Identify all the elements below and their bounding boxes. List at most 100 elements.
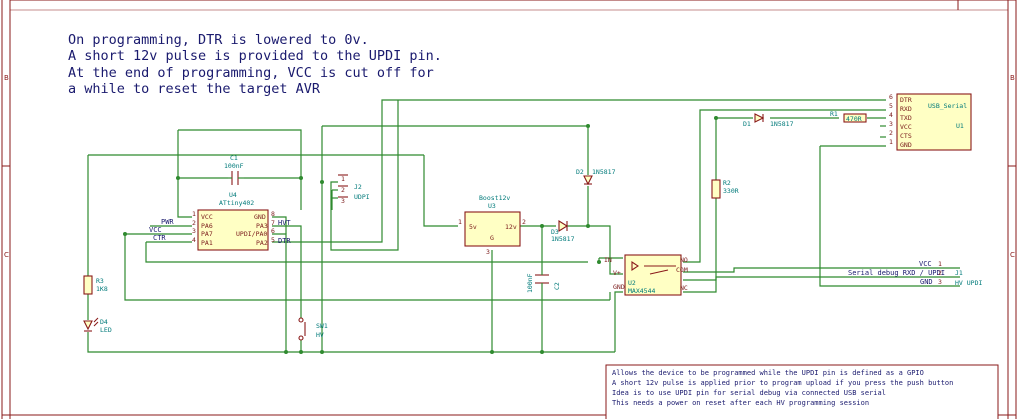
net-labels: PWR VCC CTR [149,218,174,242]
u4-pin-pa2: PA2 [256,239,268,247]
u4-ref: U4 [229,191,237,199]
note-line-1: On programming, DTR is lowered to 0v. [68,32,369,48]
border-label-b-right: B [1010,74,1015,82]
j1-net-rxd-updi: Serial debug RXD / UPDI [848,269,945,277]
u4-num-5: 5 [271,236,275,244]
u4-num-2: 2 [192,219,196,227]
u1-num-1: 1 [889,138,893,146]
u1-pin-gnd: GND [900,141,912,149]
r3-ref: R3 [96,277,104,285]
border-label-c-right: C [1010,251,1015,259]
u1-ref: U1 [956,122,964,130]
u4-num-7: 7 [271,219,275,227]
u3-value: Boost12v [479,194,510,202]
d3-value: 1N5817 [551,235,575,243]
u3-num-2: 2 [522,218,526,226]
note-line-3: At the end of programming, VCC is cut of… [68,65,434,81]
r1-value: 470R [846,115,862,123]
u1-num-3: 3 [889,120,893,128]
capacitor-c2[interactable]: C2 100nF [526,272,561,293]
u1-pin-vcc: VCC [900,123,912,131]
u3-pin-5v: 5v [469,223,477,231]
info-box: Allows the device to be programmed while… [605,364,999,419]
note-line-2: A short 12v pulse is provided to the UPD… [68,48,442,64]
ic-u4-attiny402[interactable]: U4 ATtiny402 VCC PA6 PA7 PA1 1 2 3 4 GND… [192,191,291,251]
resistor-r3[interactable]: R3 1K8 [83,275,108,295]
connector-j2[interactable]: 1 2 3 J2 UDPI [338,174,370,205]
d3-ref: D3 [551,228,559,236]
d2-ref: D2 [576,168,584,176]
diode-d2[interactable]: D2 1N5817 [576,168,616,186]
c2-ref: C2 [553,282,561,290]
switch-sw1[interactable]: SW1 HV [298,317,328,341]
u1-num-5: 5 [889,102,893,110]
u1-pin-cts: CTS [900,132,912,140]
u4-pin-pa3: PA3 [256,222,268,230]
sw1-ref: SW1 [316,322,328,330]
d2-value: 1N5817 [592,168,616,176]
net-label-vcc: VCC [149,226,162,234]
info-line-1: Allows the device to be programmed while… [612,369,924,377]
u4-num-3: 3 [192,227,196,235]
u2-value: MAX4544 [628,287,655,295]
u3-num-3: 3 [486,248,490,256]
u3-pin-12v: 12v [505,223,517,231]
j2-pin-1: 1 [341,175,345,183]
u1-pin-dtr: DTR [900,96,912,104]
r3-value: 1K8 [96,285,108,293]
u4-value: ATtiny402 [219,199,254,207]
u2-pin-com: COM [676,266,688,274]
r1-ref: R1 [830,110,838,118]
u4-pin-pa6: PA6 [201,222,213,230]
led-d4[interactable]: D4 LED [83,317,112,334]
design-notes: On programming, DTR is lowered to 0v. A … [68,32,442,97]
j1-num-1: 1 [938,260,942,268]
j2-value: UDPI [354,193,370,201]
u2-pin-nc: NC [680,284,688,292]
net-label-hvt: HVT [278,219,291,227]
resistor-r1[interactable]: R1 470R [830,110,867,123]
u4-num-1: 1 [192,210,196,218]
u3-ref: U3 [488,202,496,210]
d4-value: LED [100,326,112,334]
diode-d1[interactable]: D1 1N5817 [743,113,794,128]
c2-value: 100nF [526,273,534,293]
wires [87,99,960,353]
u4-pin-pa7: PA7 [201,230,213,238]
net-label-pwr: PWR [161,218,174,226]
u1-num-2: 2 [889,129,893,137]
u2-pin-gnd: GND [613,283,625,291]
u4-num-8: 8 [271,210,275,218]
u4-pin-pa1: PA1 [201,239,213,247]
u4-num-6: 6 [271,227,275,235]
net-label-ctr: CTR [153,234,166,242]
u4-num-4: 4 [192,236,196,244]
net-label-dtr: DTR [278,237,291,245]
diode-d3[interactable]: D3 1N5817 [551,220,575,243]
j2-ref: J2 [354,183,362,191]
border-label-c: C [4,251,9,259]
u2-ref: U2 [628,279,636,287]
j1-num-2: 2 [938,269,942,277]
u1-num-4: 4 [889,111,893,119]
capacitor-c1[interactable]: C1 100nF [224,154,244,185]
module-u1-usb-serial[interactable]: USB_Serial U1 DTR RXD TXD VCC CTS GND 6 … [889,93,972,151]
sw1-value: HV [316,331,324,339]
border-label-b: B [4,74,9,82]
ic-u2-max4544[interactable]: U2 MAX4544 IN V+ GND NO COM NC [604,254,688,296]
d1-ref: D1 [743,120,751,128]
u3-pin-gnd: G [490,234,494,242]
module-u3-boost12v[interactable]: Boost12v U3 5v 12v G 1 2 3 [458,194,526,256]
j2-pin-2: 2 [341,186,345,194]
j1-net-gnd: GND [920,278,933,286]
j1-num-3: 3 [938,278,942,286]
resistor-r2[interactable]: R2 330R [711,179,739,199]
c1-ref: C1 [230,154,238,162]
info-line-2: A short 12v pulse is applied prior to pr… [612,379,953,387]
j1-ref: J1 [955,269,963,277]
u1-value: USB_Serial [928,102,967,110]
j1-value: HV UPDI [955,279,982,287]
note-line-4: a while to reset the target AVR [68,81,321,97]
connector-j1[interactable]: VCC Serial debug RXD / UPDI GND 1 2 3 J1… [848,260,982,287]
